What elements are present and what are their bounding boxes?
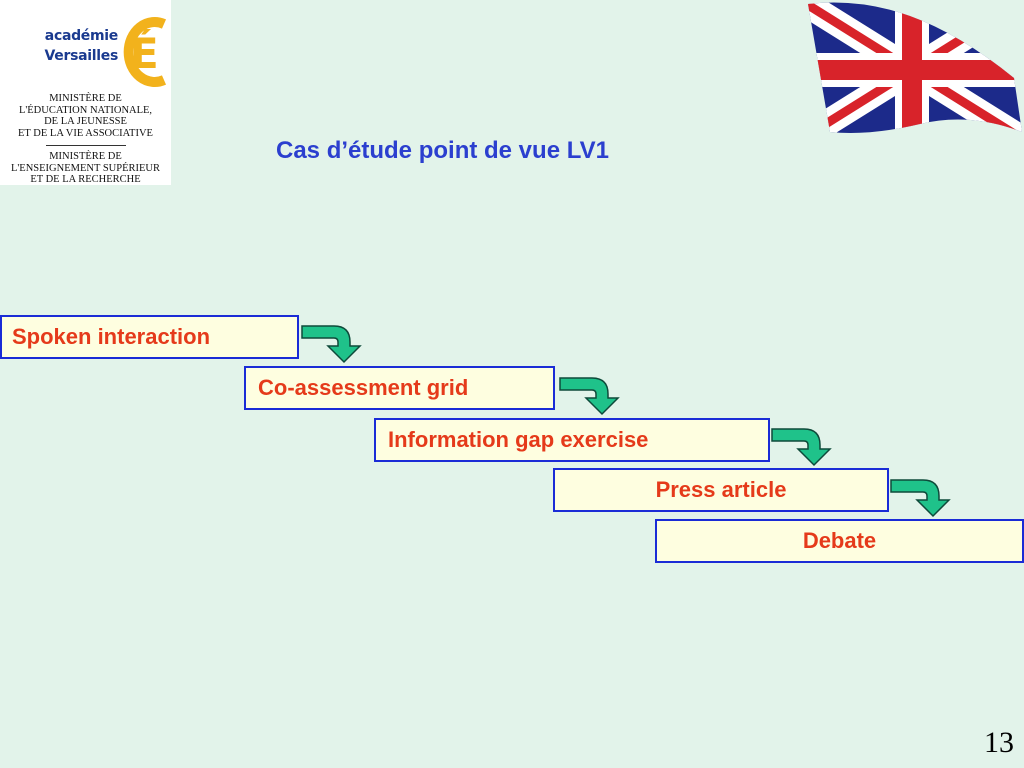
page-number: 13	[984, 726, 1014, 759]
logo-versailles-line: Versailles	[44, 48, 119, 64]
ministry1-line: ET DE LA VIE ASSOCIATIVE	[18, 127, 153, 139]
logo-divider	[45, 145, 126, 146]
step-box-information-gap-exercise: Information gap exercise	[374, 418, 770, 462]
step-label: Spoken interaction	[12, 324, 211, 349]
step-label: Press article	[655, 477, 787, 502]
ministry1-line: L'ÉDUCATION NATIONALE,	[18, 104, 153, 116]
ministry2-line: MINISTÈRE DE	[49, 151, 122, 162]
step-box-spoken-interaction: Spoken interaction	[0, 315, 299, 359]
logo-academie-line: académie	[44, 28, 119, 44]
step-box-debate: Debate	[655, 519, 1024, 563]
step-label: Debate	[802, 528, 877, 553]
logo-e-emblem-icon: É	[123, 17, 167, 87]
union-jack-flag-icon	[808, 2, 1022, 133]
step-box-co-assessment-grid: Co-assessment grid	[244, 366, 555, 410]
logo-e-letter: É	[130, 28, 159, 78]
academie-versailles-logo: académie Versailles É MINISTÈRE DE L'ÉDU…	[0, 0, 171, 185]
logo-academie-text: académie Versailles	[44, 26, 119, 66]
curved-arrow-icon	[559, 377, 620, 416]
step-label: Co-assessment grid	[258, 375, 469, 400]
logo-ministry-text: MINISTÈRE DE L'ÉDUCATION NATIONALE, DE L…	[0, 93, 171, 186]
curved-arrow-icon	[771, 428, 832, 467]
step-label: Information gap exercise	[388, 427, 649, 452]
ministry2-line: L'ENSEIGNEMENT SUPÉRIEUR	[11, 162, 160, 174]
step-box-press-article: Press article	[553, 468, 889, 512]
ministry1-line: DE LA JEUNESSE	[44, 116, 127, 127]
curved-arrow-icon	[301, 325, 362, 364]
slide-title: Cas d’étude point de vue LV1	[276, 137, 609, 164]
curved-arrow-icon	[890, 479, 951, 518]
ministry2-line: ET DE LA RECHERCHE	[30, 174, 141, 185]
ministry1-line: MINISTÈRE DE	[49, 93, 122, 104]
